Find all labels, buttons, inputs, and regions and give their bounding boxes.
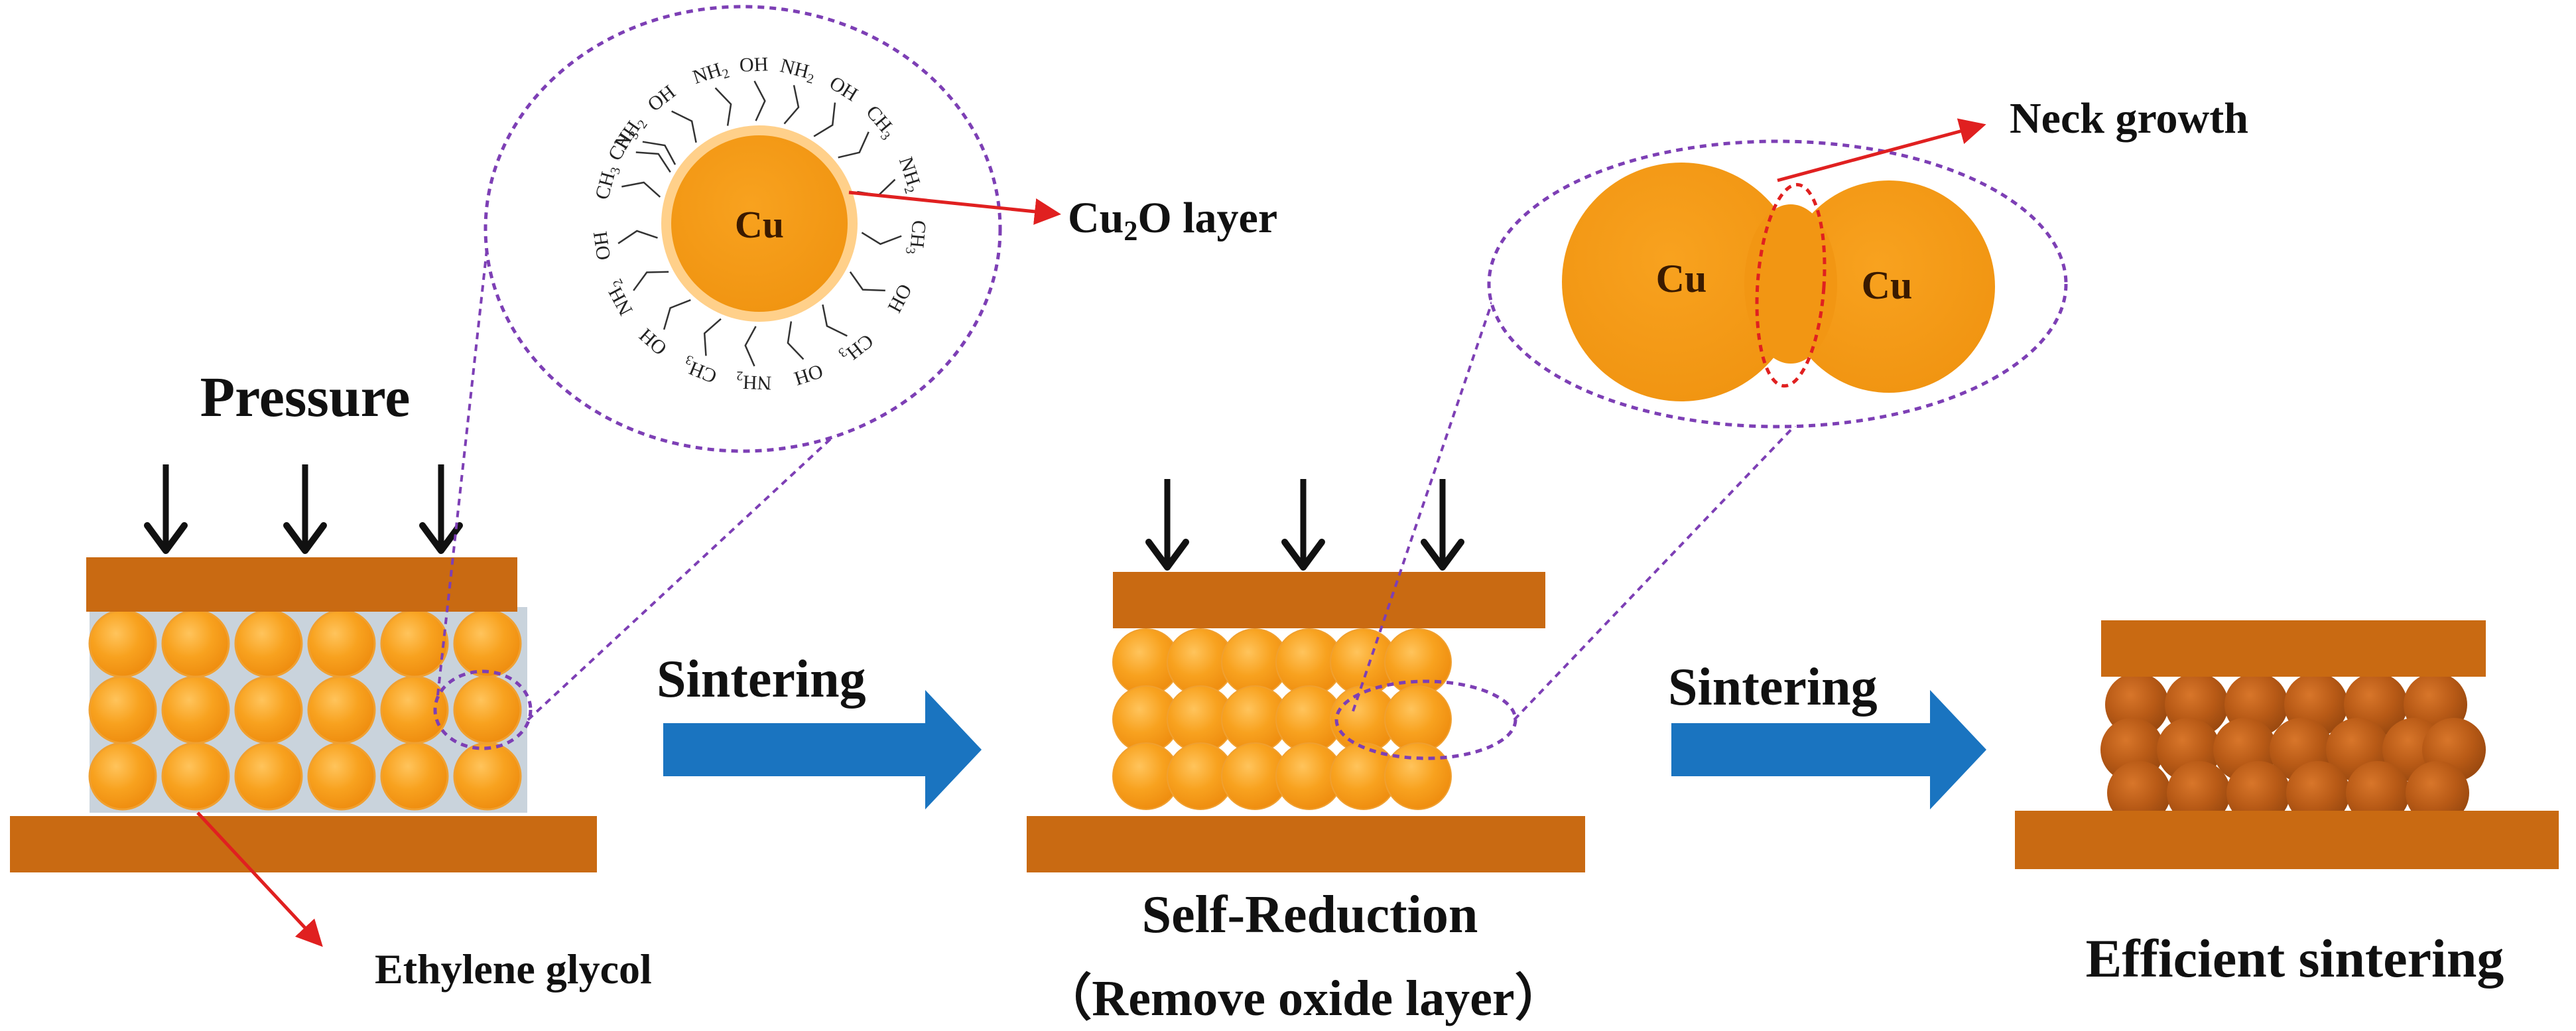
stage-3-assembly: Efficient sintering xyxy=(2015,620,2559,989)
ligand-bond xyxy=(744,326,757,367)
pressure-arrow xyxy=(283,464,327,554)
pressure-arrow xyxy=(1281,479,1325,571)
efficient-sintering-label: Efficient sintering xyxy=(2086,928,2504,989)
pressure-arrow xyxy=(144,464,188,554)
particle xyxy=(380,675,449,744)
sintered-particle xyxy=(2406,761,2469,825)
sintered-particle xyxy=(2107,761,2171,825)
cu-left-label: Cu xyxy=(1656,257,1707,301)
neck-region-outline xyxy=(1755,182,1827,388)
stage-1-assembly: Pressure xyxy=(10,365,597,872)
ligand-bond xyxy=(787,321,805,360)
ligand-bond xyxy=(621,181,661,198)
zoom-2-connector-b xyxy=(1513,383,1835,721)
sintering-arrow-2: Sintering xyxy=(1668,658,1986,809)
ligand-bond xyxy=(849,271,885,292)
cu-neck-pair: Cu Cu xyxy=(1562,163,1995,401)
particle xyxy=(161,609,230,678)
pressure-arrow xyxy=(1145,479,1189,571)
stage-2-particles xyxy=(1112,628,1452,810)
particle xyxy=(453,742,522,811)
zoom-1-selection xyxy=(433,669,533,750)
stage-3-bottom-plate xyxy=(2015,811,2559,869)
ethylene-glycol-label: Ethylene glycol xyxy=(375,945,652,993)
ligand-bond xyxy=(663,299,691,330)
stage-2-bottom-plate xyxy=(1027,816,1585,872)
neck-growth-label: Neck growth xyxy=(2010,94,2248,143)
self-reduction-label: Self-Reduction xyxy=(1142,886,1478,944)
particle xyxy=(161,742,230,811)
particle xyxy=(88,675,157,744)
particle xyxy=(307,609,376,678)
cu2o-layer-label: Cu2O layer xyxy=(1068,194,1277,247)
ligand-bond xyxy=(861,232,902,245)
particle xyxy=(453,609,522,678)
particle xyxy=(380,742,449,811)
sintered-particle xyxy=(2226,761,2290,825)
cu-core xyxy=(671,135,848,312)
ethylene-glycol-arrow xyxy=(196,811,323,947)
sintered-particle xyxy=(2346,761,2410,825)
stage-2-assembly: Self-Reduction （Remove oxide layer） xyxy=(1027,479,1585,1026)
cu2o-layer-arrow xyxy=(848,190,1061,225)
ligand-bond xyxy=(635,151,671,173)
cu-left-particle xyxy=(1562,163,1801,401)
pressure-arrow xyxy=(419,464,463,554)
stage-2-top-plate xyxy=(1113,572,1545,628)
stage-3-sintered-particles xyxy=(2100,673,2486,825)
pressure-label: Pressure xyxy=(200,365,411,429)
sintering-label-2: Sintering xyxy=(1668,658,1878,717)
zoom-2-connector-a xyxy=(1352,271,1504,712)
cu-neck-bridge xyxy=(1744,204,1837,364)
ligand-bond xyxy=(783,85,800,125)
ligand-label: CH3 xyxy=(903,219,930,255)
ligand-label: OH xyxy=(589,230,615,262)
stage-1-bottom-plate xyxy=(10,816,597,872)
ligand-label: NH2 xyxy=(736,368,772,394)
particle xyxy=(1384,742,1452,810)
sintered-particle xyxy=(2286,761,2350,825)
ligand-bond xyxy=(813,102,836,137)
sintering-arrow-1: Sintering xyxy=(657,650,982,809)
stage-3-top-plate xyxy=(2101,620,2486,677)
ligand-bond xyxy=(714,87,732,126)
stage-1-particles xyxy=(88,609,522,811)
cu-right-label: Cu xyxy=(1862,263,1913,307)
ligand-bond xyxy=(753,80,766,121)
stage-1-top-plate xyxy=(86,557,517,612)
ligand-bond xyxy=(671,110,697,143)
stage-1-pressure-arrows xyxy=(144,464,463,554)
sintering-label-1: Sintering xyxy=(657,650,866,709)
ligand-bond xyxy=(642,141,676,165)
ligand-bond xyxy=(822,304,848,337)
particle xyxy=(161,675,230,744)
ligand-bond xyxy=(703,318,722,356)
remove-oxide-label: （Remove oxide layer） xyxy=(1041,971,1565,1026)
ligand-bond xyxy=(617,230,658,244)
cu-right-particle xyxy=(1783,180,1995,393)
particle xyxy=(234,742,303,811)
ligand-bond xyxy=(838,131,869,159)
particle xyxy=(453,675,522,744)
particle xyxy=(307,675,376,744)
particle xyxy=(380,609,449,678)
particle xyxy=(307,742,376,811)
particle xyxy=(88,609,157,678)
sintered-particle xyxy=(2167,761,2230,825)
stage-2-pressure-arrows xyxy=(1145,479,1464,571)
ligand-label: OH xyxy=(739,53,768,76)
neck-growth-arrow xyxy=(1777,118,1986,182)
ligand-bond xyxy=(633,271,669,291)
particle xyxy=(88,742,157,811)
particle xyxy=(234,675,303,744)
particle xyxy=(234,609,303,678)
cu-core-label: Cu xyxy=(735,203,784,246)
pressure-arrow xyxy=(1421,479,1464,571)
